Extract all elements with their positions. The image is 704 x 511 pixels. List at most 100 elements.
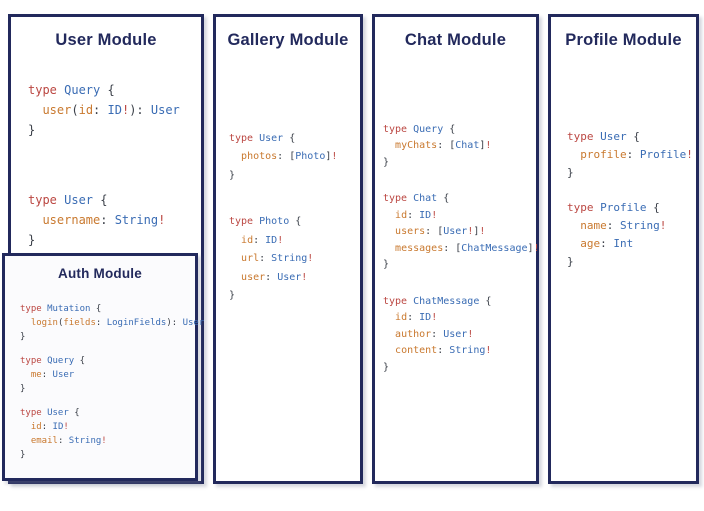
code-token <box>28 213 42 227</box>
code-token: type <box>383 193 414 205</box>
code-line: type Profile { <box>567 199 696 217</box>
code-line: user: User! <box>229 269 360 288</box>
code-line: users: [User!]! <box>383 224 536 241</box>
code-line: author: User! <box>383 327 536 344</box>
code-token: { <box>100 192 108 207</box>
code-line: type Chat { <box>383 191 536 208</box>
code-token: } <box>567 254 574 268</box>
code-token: ! <box>467 328 474 340</box>
code-token: profile <box>580 147 627 161</box>
code-token: : [ <box>437 140 456 152</box>
code-line: } <box>20 330 195 344</box>
code-token: { <box>485 295 492 307</box>
code-token <box>383 140 395 151</box>
code-token: : <box>265 271 278 283</box>
code-token: String <box>620 218 660 232</box>
code-token: Int <box>613 236 634 250</box>
code-token: me <box>30 369 42 380</box>
code-token: Profile <box>600 200 654 214</box>
code-token: ! <box>659 218 667 232</box>
code-token: ChatMessage <box>461 242 528 254</box>
code-area-chat: type Query { myChats: [Chat]!}type Chat … <box>375 122 540 377</box>
code-token: : <box>606 218 620 232</box>
code-token: : <box>437 345 450 357</box>
code-area-user: type Query { user(id: ID!): User}type Us… <box>11 80 201 250</box>
code-token: ! <box>307 253 314 265</box>
code-token: ID <box>52 421 64 432</box>
code-token: Profile <box>639 147 687 161</box>
code-token: type <box>20 407 48 418</box>
code-line: profile: Profile! <box>567 146 696 164</box>
code-line: type Query { <box>20 354 195 368</box>
code-token: : <box>431 328 444 340</box>
code-token: url <box>241 253 260 265</box>
code-token: : [ <box>443 242 462 254</box>
code-token: : <box>100 212 115 227</box>
code-line: myChats: [Chat]! <box>383 138 536 155</box>
code-token <box>567 148 580 161</box>
code-token <box>229 151 241 162</box>
code-line: } <box>20 382 195 396</box>
code-line: content: String! <box>383 343 536 360</box>
code-line: type User { <box>20 406 195 420</box>
code-token: author <box>395 328 432 340</box>
code-token: ! <box>485 345 492 357</box>
code-token: Photo <box>295 151 326 163</box>
code-token: ): <box>129 102 151 117</box>
code-token: ! <box>158 212 166 227</box>
code-block: type Chat { id: ID! users: [User!]! mess… <box>383 191 540 274</box>
code-token: ! <box>431 312 438 324</box>
code-token: ] <box>473 226 480 238</box>
code-token: type <box>28 192 65 207</box>
code-token: ID <box>419 312 432 324</box>
code-token: ! <box>301 271 308 283</box>
code-token <box>383 312 395 323</box>
code-token: } <box>20 331 26 342</box>
code-token: User <box>150 102 180 117</box>
module-title-chat: Chat Module <box>404 31 507 49</box>
code-line: type User { <box>28 190 201 210</box>
module-box-auth: Auth Module type Mutation { login(fields… <box>2 253 204 481</box>
code-token: ! <box>467 226 474 238</box>
code-block: type Photo { id: ID! url: String! user: … <box>229 213 360 306</box>
code-token: content <box>395 345 438 357</box>
code-block: type User { photos: [Photo]!} <box>229 130 360 186</box>
code-block: type Profile { name: String! age: Int} <box>567 199 696 271</box>
code-token <box>383 226 395 237</box>
code-line: photos: [Photo]! <box>229 148 360 167</box>
code-token: Mutation <box>47 303 96 314</box>
code-line: type Photo { <box>229 213 360 232</box>
code-token: ! <box>101 435 107 446</box>
code-token <box>20 318 31 328</box>
code-token <box>383 210 395 221</box>
code-block: type Query { me: User} <box>20 354 195 396</box>
code-token: Query <box>64 82 108 97</box>
code-token: String <box>449 345 486 357</box>
code-token: Chat <box>455 140 480 152</box>
code-token: User <box>47 407 75 418</box>
code-token: : <box>407 312 420 324</box>
code-token: username <box>42 212 101 227</box>
code-token <box>229 253 241 264</box>
code-token: { <box>653 200 660 214</box>
code-token <box>383 329 395 340</box>
code-token: { <box>295 216 302 228</box>
code-token: email <box>30 435 58 446</box>
code-token: ( <box>57 317 64 328</box>
code-block: type User { profile: Profile!} <box>567 128 696 182</box>
code-token: myChats <box>395 140 438 152</box>
code-line: type Query { <box>383 122 536 139</box>
code-line: type Mutation { <box>20 302 195 316</box>
code-token: { <box>95 303 102 314</box>
code-token: ] <box>325 151 332 163</box>
code-token: type <box>20 355 48 366</box>
code-token: type <box>28 82 65 97</box>
code-token: : <box>95 317 107 328</box>
code-token: } <box>383 156 390 168</box>
code-token: fields <box>63 317 96 328</box>
code-token: ] <box>479 140 486 152</box>
code-token: : <box>407 209 420 221</box>
code-token: } <box>229 290 236 302</box>
code-block: type User { id: ID! email: String!} <box>20 406 195 462</box>
code-line: } <box>20 448 195 462</box>
